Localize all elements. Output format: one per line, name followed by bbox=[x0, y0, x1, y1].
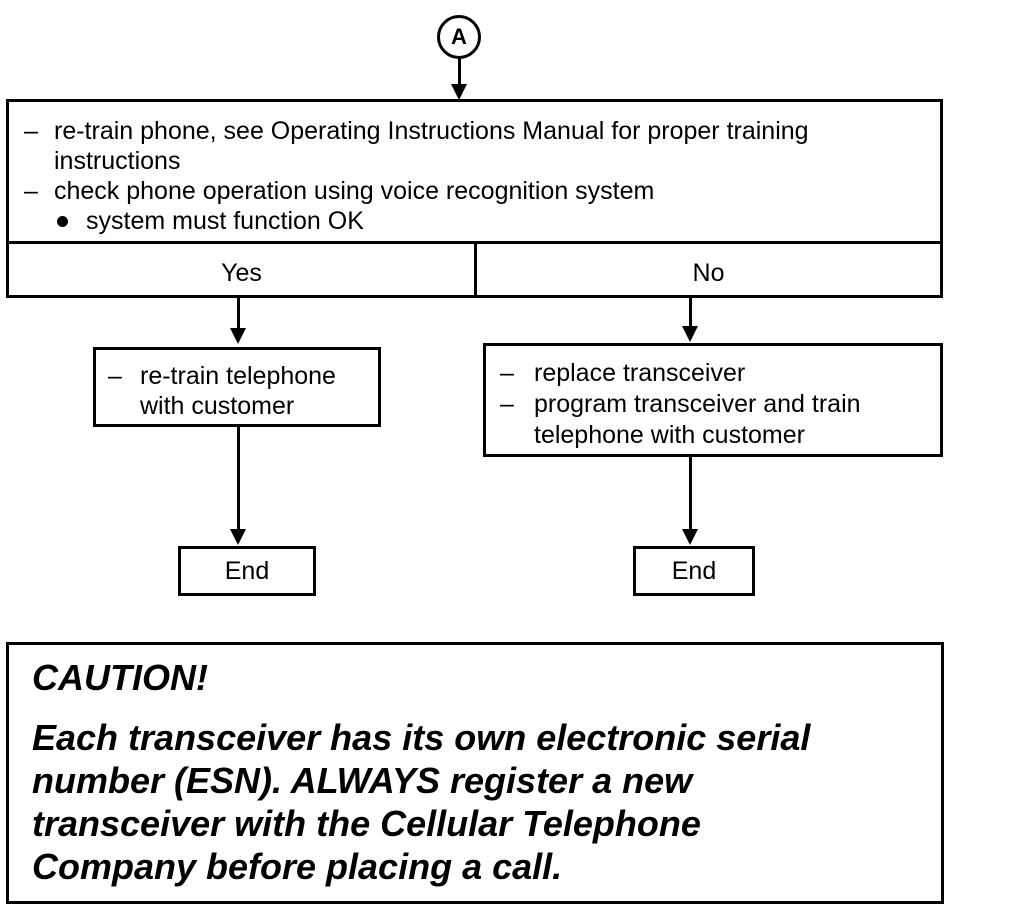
main-step-item-1-cont: instructions bbox=[54, 147, 181, 175]
arrow-no-to-end bbox=[689, 456, 692, 530]
caution-line-4: Company before placing a call. bbox=[32, 846, 563, 887]
no-step-box bbox=[483, 343, 943, 457]
no-step-line-3: telephone with customer bbox=[534, 421, 805, 449]
no-step-dash-1: – bbox=[500, 359, 514, 387]
no-end-box: End bbox=[633, 546, 755, 596]
arrow-head-no-end bbox=[682, 529, 698, 545]
decision-yes-label: Yes bbox=[221, 259, 262, 287]
no-step-dash-2: – bbox=[500, 390, 514, 418]
main-step-dash-2: – bbox=[24, 177, 38, 205]
yes-step-line-1: re-train telephone bbox=[140, 362, 336, 390]
main-step-item-1: re-train phone, see Operating Instructio… bbox=[54, 117, 809, 145]
caution-line-2: number (ESN). ALWAYS register a new bbox=[32, 760, 693, 801]
arrow-head-yes-end bbox=[230, 529, 246, 545]
arrow-yes-to-end bbox=[237, 426, 240, 530]
main-step-check: system must function OK bbox=[86, 207, 364, 235]
caution-title: CAUTION! bbox=[32, 657, 208, 698]
caution-box bbox=[6, 642, 944, 904]
no-step-line-1: replace transceiver bbox=[534, 359, 746, 387]
arrow-head-connector bbox=[451, 84, 467, 100]
decision-no-label: No bbox=[692, 259, 725, 287]
yes-step-box bbox=[93, 347, 381, 427]
arrow-head-no-step bbox=[682, 326, 698, 342]
arrow-head-yes-step bbox=[230, 328, 246, 344]
caution-line-3: transceiver with the Cellular Telephone bbox=[32, 803, 701, 844]
arrow-connector-to-main bbox=[458, 58, 461, 86]
main-step-box bbox=[6, 99, 943, 244]
arrow-no-to-step bbox=[689, 297, 692, 327]
main-step-item-2: check phone operation using voice recogn… bbox=[54, 177, 655, 205]
caution-line-1: Each transceiver has its own electronic … bbox=[32, 717, 811, 758]
no-end-label: End bbox=[671, 557, 717, 585]
yes-step-dash: – bbox=[108, 362, 122, 390]
no-step-line-2: program transceiver and train bbox=[534, 390, 861, 418]
bullet-dot bbox=[57, 216, 68, 227]
main-step-dash-1: – bbox=[24, 117, 38, 145]
arrow-yes-to-step bbox=[237, 297, 240, 329]
connector-a: A bbox=[437, 15, 481, 59]
yes-end-label: End bbox=[224, 557, 270, 585]
connector-label: A bbox=[451, 24, 467, 49]
decision-divider bbox=[474, 243, 477, 296]
yes-step-line-2: with customer bbox=[140, 392, 295, 420]
yes-end-box: End bbox=[178, 546, 316, 596]
